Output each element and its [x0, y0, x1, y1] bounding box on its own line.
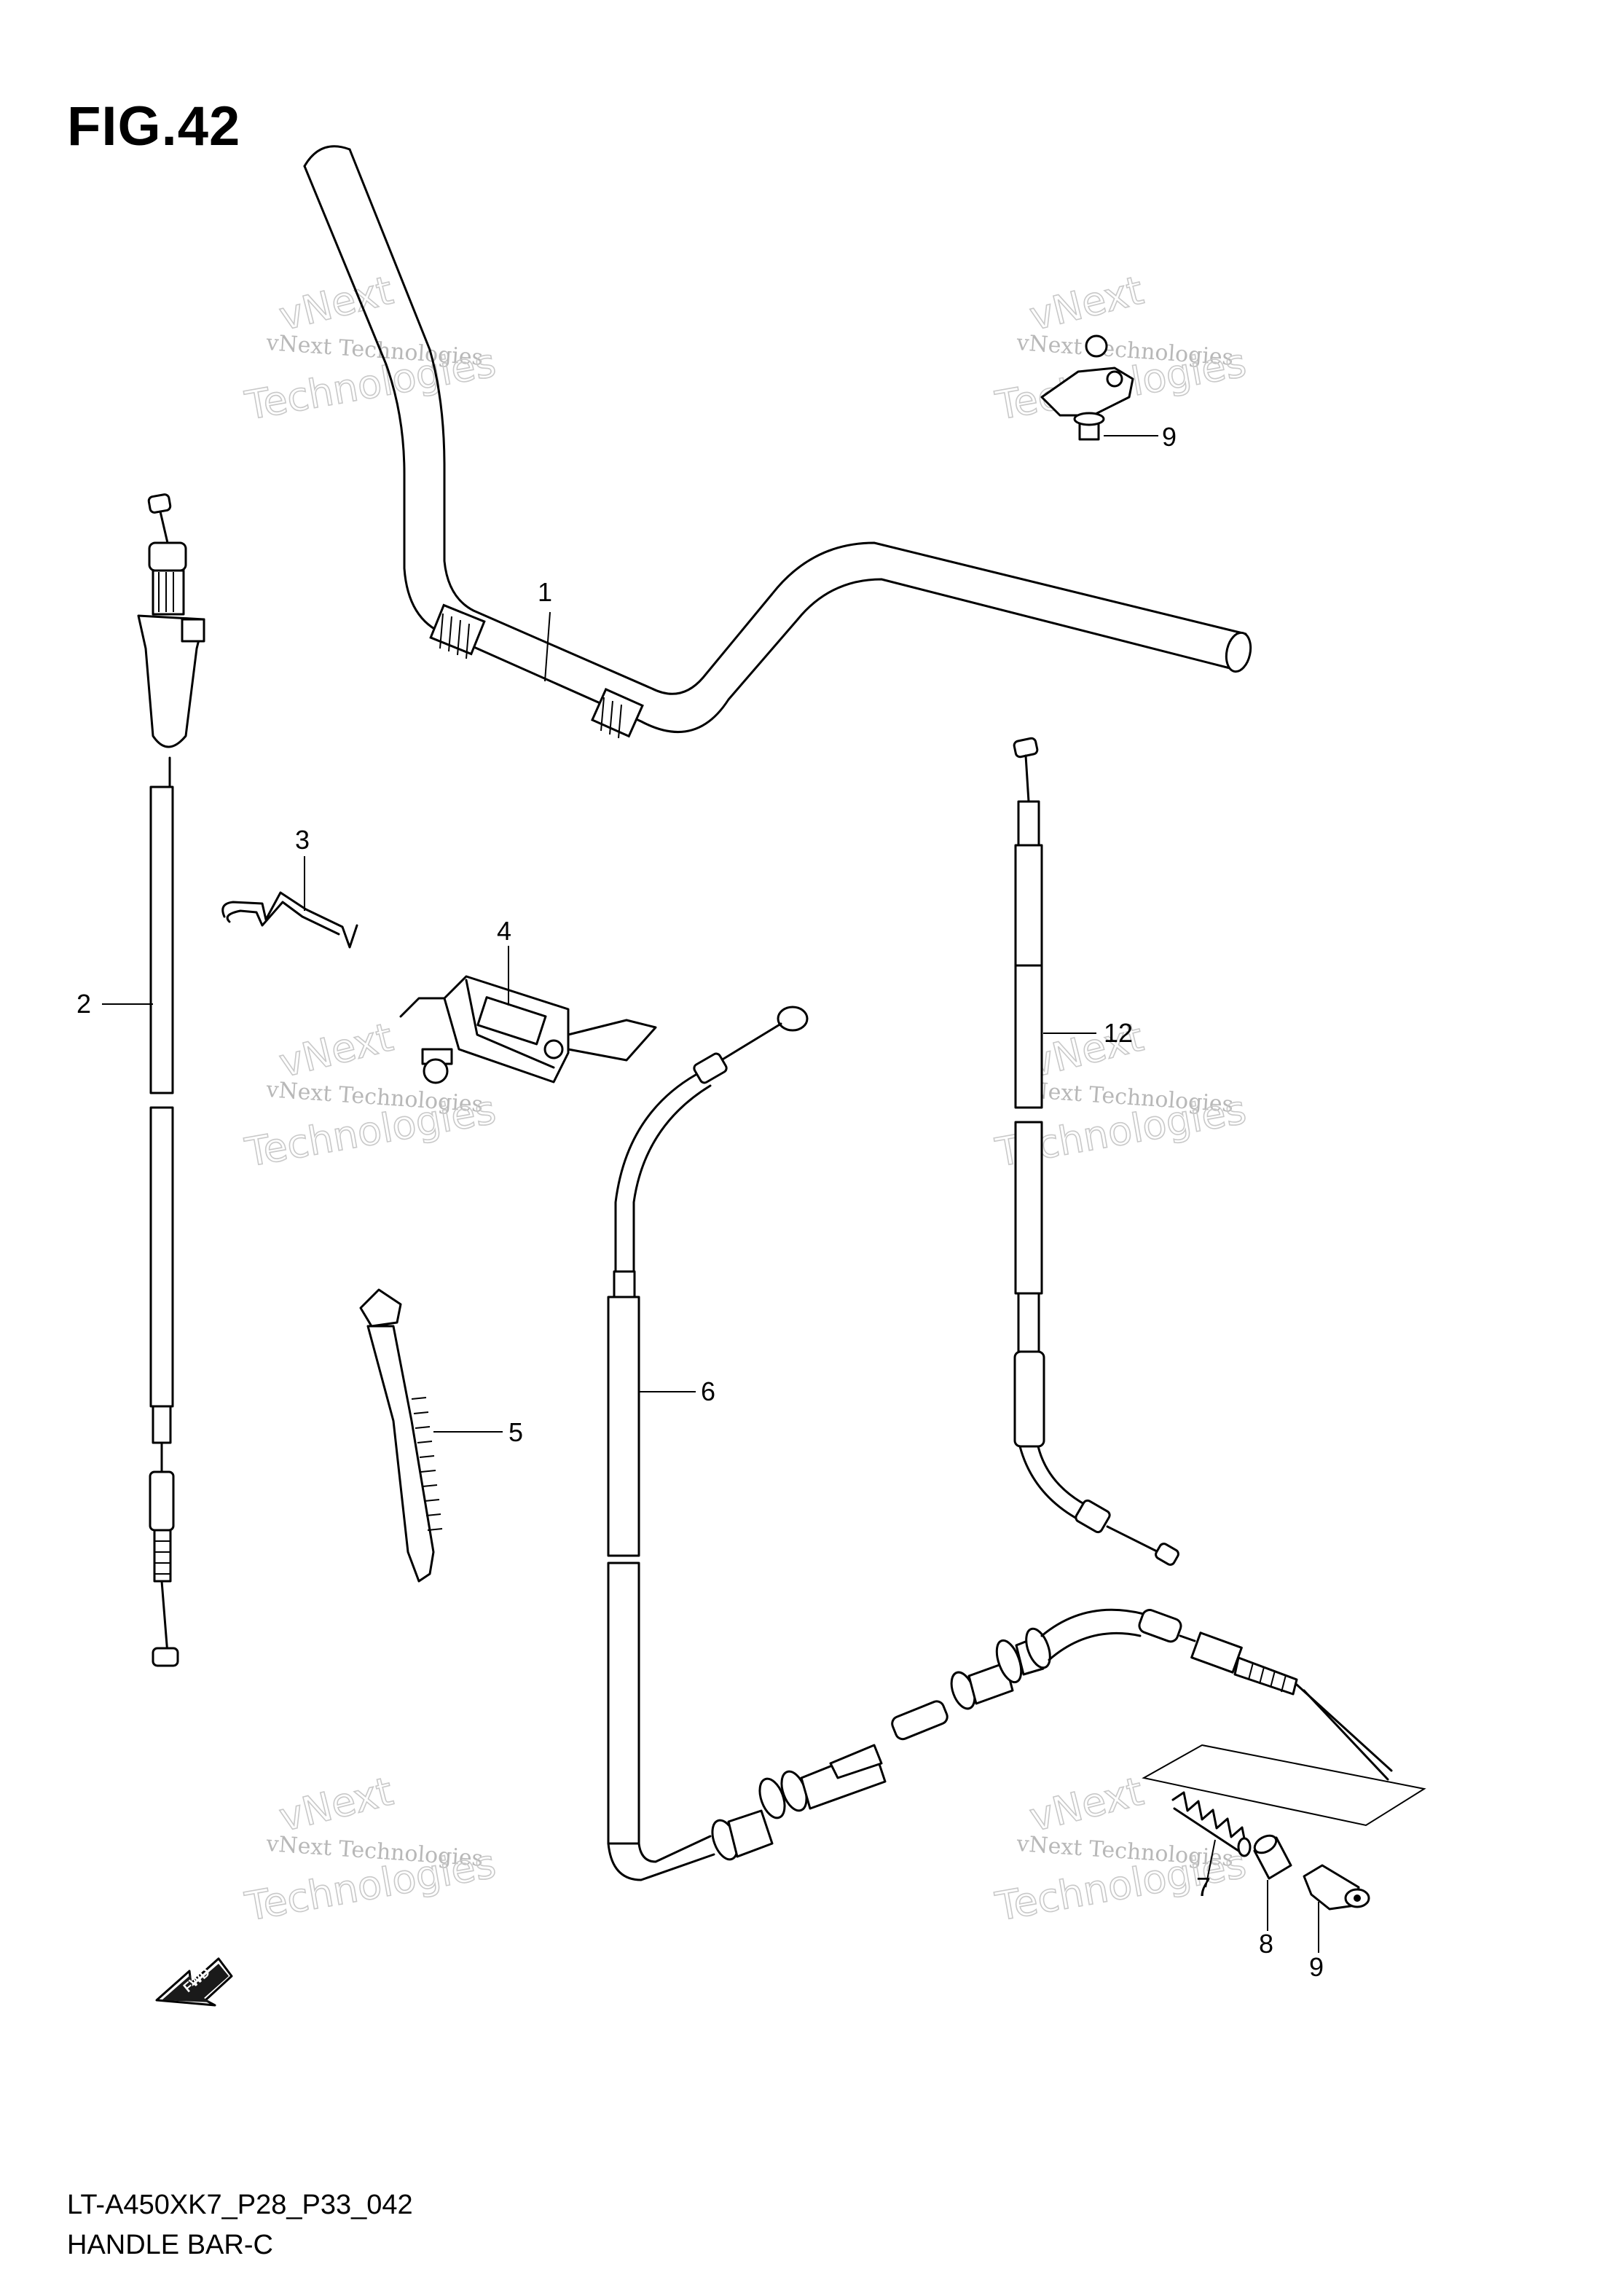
part-cable-bracket: 4 — [399, 916, 657, 1084]
watermark-5: vNext vNext Technologies Technologies — [241, 1768, 500, 1930]
watermark-1: vNext vNext Technologies Technologies — [241, 267, 500, 430]
part-joint: 7 9 — [1303, 1864, 1370, 1953]
callout-4: 4 — [497, 916, 511, 946]
callout-8: 8 — [1259, 1929, 1273, 1959]
figure-title: FIG.42 — [67, 95, 241, 157]
callout-11: 9 — [1162, 422, 1177, 452]
brake-cable-adjuster — [711, 1627, 1051, 1861]
part-spring: 7 — [1171, 1791, 1252, 1902]
watermark-2: vNext vNext Technologies Technologies — [991, 267, 1250, 430]
watermark-brand-outline: vNext — [275, 267, 397, 340]
callout-6: 6 — [701, 1376, 715, 1406]
fwd-direction-arrow: FWD — [155, 1957, 233, 2007]
watermark-group: vNext vNext Technologies Technologies vN… — [241, 267, 1250, 1930]
callout-3: 3 — [295, 825, 310, 855]
part-cable-tie: 5 — [359, 1288, 523, 1583]
handlebar-grip-mark-left — [429, 603, 486, 659]
watermark-brand-outline: vNext — [1025, 267, 1147, 340]
section-name: HANDLE BAR-C — [67, 2230, 273, 2260]
part-collar: 8 — [1253, 1834, 1292, 1959]
part-throttle-cable: 2 — [76, 493, 205, 1667]
callout-7: 7 — [1196, 1872, 1211, 1902]
callout-12: 12 — [1104, 1018, 1133, 1048]
model-code: LT-A450XK7_P28_P33_042 — [67, 2190, 413, 2220]
callout-1: 1 — [538, 577, 552, 607]
watermark-brand-outline: vNext — [275, 1768, 397, 1841]
callout-9-visible: 9 — [1309, 1952, 1324, 1982]
watermark-brand-outline: vNext — [275, 1014, 397, 1086]
part-kit-outline — [1142, 1744, 1426, 1827]
handlebar-grip-mark-right — [590, 688, 644, 739]
part-handlebar: 1 — [303, 145, 1252, 739]
part-front-brake-cable: 6 — [607, 1006, 1393, 1881]
part-spring-clip: 3 — [221, 825, 358, 949]
callout-2: 2 — [76, 989, 91, 1019]
part-bolt-bracket: 9 — [1040, 334, 1177, 452]
part-rear-brake-cable: 12 — [1013, 737, 1179, 1566]
watermark-brand-outline: vNext — [1025, 1768, 1147, 1841]
callout-5: 5 — [508, 1417, 523, 1447]
